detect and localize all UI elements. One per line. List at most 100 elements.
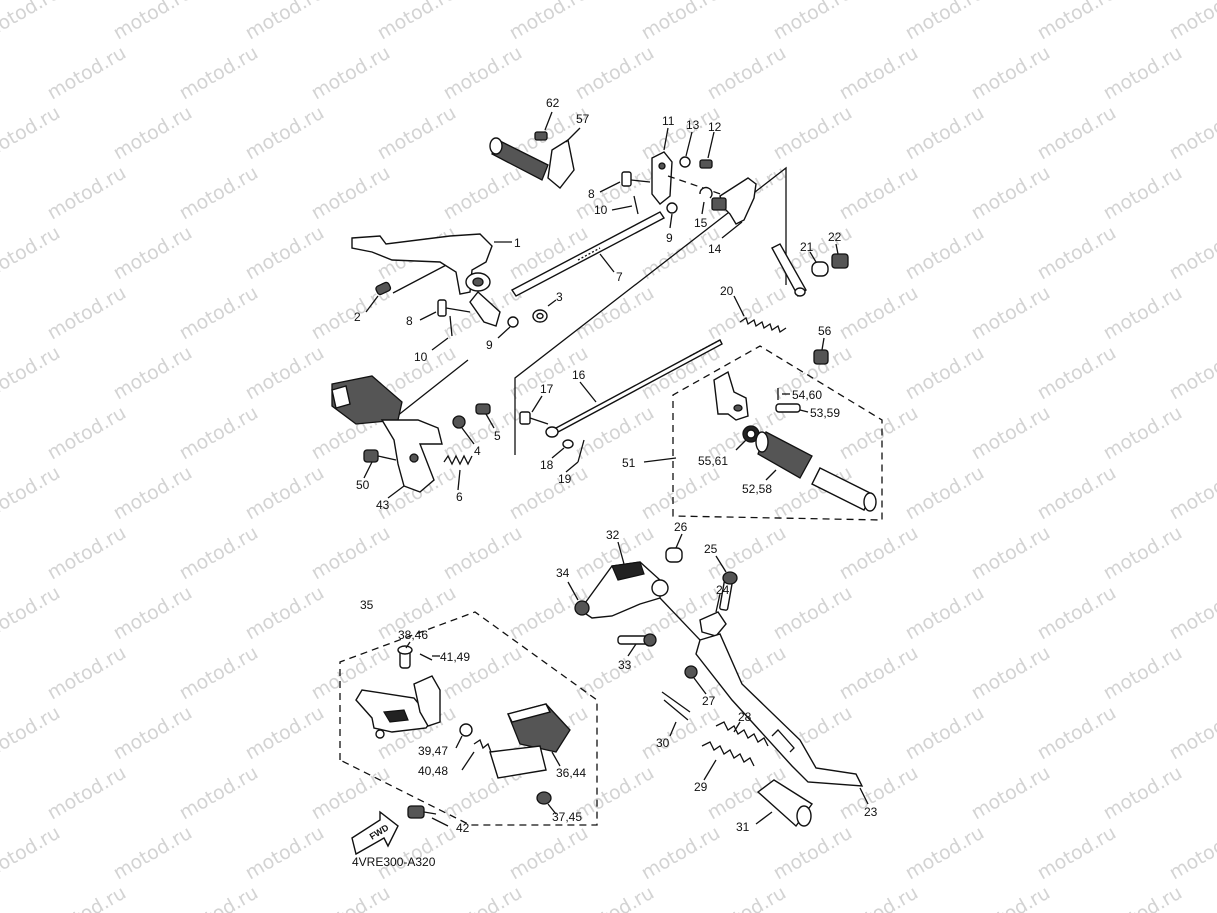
bolt-53-59 [775, 403, 801, 413]
callout-26: 26 [674, 520, 688, 534]
callout-40-48: 40,48 [418, 764, 448, 778]
spring-29 [701, 741, 755, 767]
leader-36-44 [551, 751, 561, 767]
bolt-8-lower [437, 299, 447, 317]
bolt-17-part [519, 411, 531, 425]
rear-footpeg-cover [811, 467, 873, 511]
leader-31 [755, 811, 773, 825]
spring-28 [715, 721, 769, 747]
leader-55-61 [735, 439, 747, 451]
leader-4 [461, 427, 475, 445]
brake-rod-part [510, 211, 666, 297]
callout-25: 25 [704, 542, 718, 556]
leader-51 [643, 457, 677, 463]
brake-group-outline [391, 261, 469, 421]
callout-37-45: 37,45 [552, 810, 582, 824]
callout-23: 23 [864, 805, 878, 819]
leader-29 [703, 759, 717, 781]
spring-20 [739, 316, 787, 334]
callout-38-46: 38,46 [398, 628, 428, 642]
callout-41-49: 41,49 [440, 650, 470, 664]
rear-rubber-52-58-end [755, 431, 769, 453]
bolt-56-part [813, 349, 829, 365]
diagram-code: 4VRE300-A320 [352, 855, 436, 869]
leader-32 [617, 541, 625, 565]
leader-6 [457, 469, 461, 491]
bolt-17-shank [529, 417, 549, 425]
callout-29: 29 [694, 780, 708, 794]
leader-62 [544, 111, 553, 131]
callout-42: 42 [456, 821, 470, 835]
rear-bracket-hole [733, 404, 743, 412]
callout-15: 15 [694, 216, 708, 230]
leader-10-upper [611, 205, 633, 211]
pin-10-upper [633, 195, 639, 215]
leader-53-59 [799, 409, 809, 413]
rod-16-clevis [545, 426, 559, 438]
washer-55-61-hole [746, 429, 756, 439]
callout-55-61: 55,61 [698, 454, 728, 468]
bracket-43-hole [409, 453, 419, 463]
washer-39-47 [459, 723, 473, 737]
leader-42 [431, 817, 449, 827]
stopper-31-end [796, 805, 812, 827]
callout-32: 32 [606, 528, 620, 542]
fwd-arrow-icon [351, 810, 399, 856]
nut-37-45 [536, 791, 552, 805]
circlip-15 [699, 186, 713, 199]
leader-43 [387, 485, 405, 499]
leader-11 [663, 127, 669, 151]
callout-21: 21 [800, 240, 814, 254]
link-arm-end [794, 287, 806, 297]
bolt-42-shank [423, 811, 437, 815]
rear-footpeg-cover-end [863, 492, 877, 512]
callout-56: 56 [818, 324, 832, 338]
callout-11: 11 [662, 114, 675, 128]
pin-10-lower [449, 315, 453, 337]
bolt-8-upper-shank [630, 179, 651, 183]
leader-16 [579, 381, 597, 403]
bolt-42-part [407, 805, 425, 819]
rear-footrest-bracket [713, 370, 749, 421]
washer-18 [562, 439, 574, 449]
callout-19: 19 [558, 472, 572, 486]
bolt-12-part [699, 159, 713, 169]
leader-3 [547, 299, 557, 307]
callout-4: 4 [474, 444, 481, 458]
callout-3: 3 [556, 290, 563, 304]
callout-8-lower: 8 [406, 314, 413, 328]
bolt-8-lower-shank [445, 307, 471, 313]
rod-group-outline [514, 166, 787, 455]
callout-8-upper: 8 [588, 187, 595, 201]
rod-16-thread [689, 339, 721, 357]
bolt-5-part [475, 403, 491, 415]
footrest-arm [413, 675, 441, 727]
nut-4 [452, 415, 466, 429]
leader-14 [721, 221, 743, 239]
bolt-33-head [643, 633, 657, 647]
nut-27 [684, 665, 698, 679]
callout-2: 2 [354, 310, 361, 324]
callout-1: 1 [514, 236, 521, 250]
leader-9-lower [497, 326, 511, 339]
leader-57 [565, 127, 581, 143]
leader-25 [715, 555, 727, 573]
collar-21 [811, 261, 829, 277]
callout-17: 17 [540, 382, 554, 396]
leader-38-46 [405, 641, 411, 649]
leader-23 [859, 787, 869, 805]
washer-9-lower [507, 316, 519, 328]
front-footrest-group-box [339, 611, 598, 826]
callout-27: 27 [702, 694, 716, 708]
callout-10-lower: 10 [414, 350, 428, 364]
leader-30 [669, 721, 677, 737]
leader-9-upper [669, 213, 673, 229]
leader-10-lower [431, 337, 449, 351]
callout-13: 13 [686, 118, 700, 132]
bracket-35-hole [375, 729, 385, 739]
leader-17 [531, 395, 543, 413]
washer-13 [679, 156, 691, 168]
leader-39-47 [455, 735, 463, 749]
collar-26 [665, 547, 683, 563]
